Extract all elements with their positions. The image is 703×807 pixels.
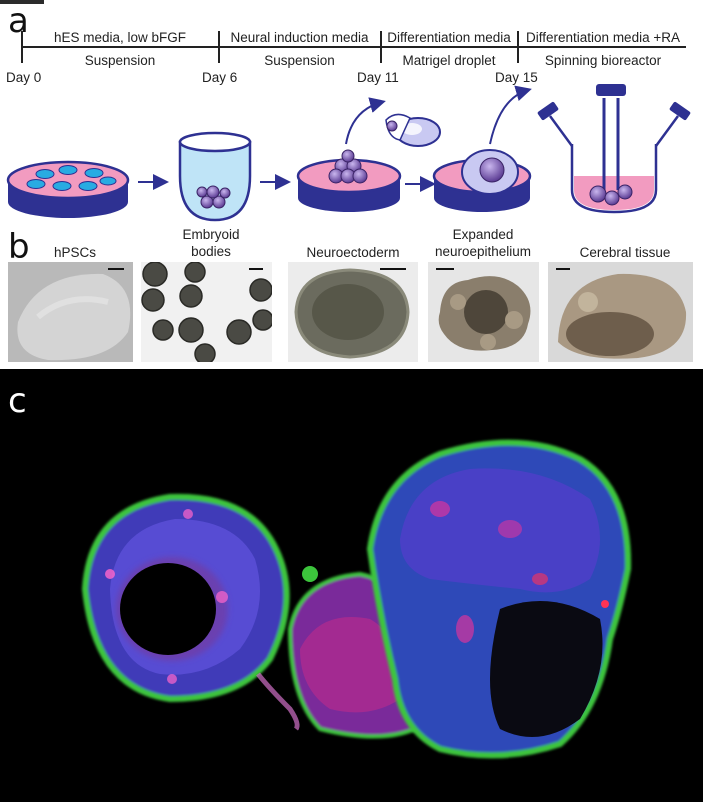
arrow-to-bioreactor [489,85,532,145]
stage-4-condition: Spinning bioreactor [544,53,662,68]
cerebral-organoid-section [0,369,703,802]
panel-label-c: c [8,381,27,421]
timeline-tick-day15 [517,31,519,63]
stage-3-condition: Matrigel droplet [402,53,496,68]
culture-dish-matrigel [432,149,532,212]
photo-label-embryoid-bodies-2: bodies [191,244,231,259]
stage-3-media: Differentiation media [387,30,511,45]
protocol-schematic [6,84,691,222]
scale-bar [556,268,570,270]
right-lobe [366,439,632,759]
top-edge-marker [0,0,44,4]
scale-bar [249,268,263,270]
micrograph-expanded-neuroepithelium [428,262,539,362]
timeline-tick-day6 [218,31,220,63]
photo-label-cerebral-tissue: Cerebral tissue [579,245,671,260]
scale-bar [436,268,454,270]
spinning-bioreactor [537,84,691,214]
low-attachment-well [178,131,252,222]
matrigel-droplet-detail [385,113,441,147]
immunostain-panel [0,369,703,802]
micrograph-hpscs [8,262,133,362]
stage-4-media: Differentiation media +RA [526,30,680,45]
photo-label-embryoid-bodies-1: Embryoid [182,227,240,242]
photo-label-hpscs: hPSCs [53,245,97,260]
day-label-6: Day 6 [202,70,238,85]
timeline-tick-day0 [21,31,23,63]
left-lobe [81,493,290,703]
timeline-tick-day11 [380,31,382,63]
arrow-to-matrigel [345,97,386,145]
tissue-streak [256,672,300,731]
stage-1-condition: Suspension [84,53,156,68]
scale-bar [380,268,406,270]
day-label-11: Day 11 [357,70,399,85]
micrograph-neuroectoderm [288,262,418,362]
day-label-15: Day 15 [495,70,538,85]
photo-label-expanded-1: Expanded [452,227,514,242]
culture-dish-neural-induction [296,149,402,212]
panel-label-b: b [8,227,30,267]
photo-label-expanded-2: neuroepithelium [434,244,532,259]
stage-2-condition: Suspension [264,53,335,68]
neuroectoderm-aggregate [328,149,368,184]
day-label-0: Day 0 [6,70,42,85]
micrograph-cerebral-tissue [548,262,693,362]
scale-bar [108,268,124,270]
embryoid-body-aggregate [196,185,231,209]
panel-label-a: a [8,1,29,41]
micrograph-embryoid-bodies [141,262,272,362]
protocol-timeline: hES media, low bFGF Suspension Neural in… [0,0,703,120]
stage-2-media: Neural induction media [230,30,369,45]
timeline-axis [22,46,686,48]
stage-1-media: hES media, low bFGF [53,30,187,45]
photo-label-neuroectoderm: Neuroectoderm [306,245,400,260]
culture-dish-hpsc [6,160,130,218]
